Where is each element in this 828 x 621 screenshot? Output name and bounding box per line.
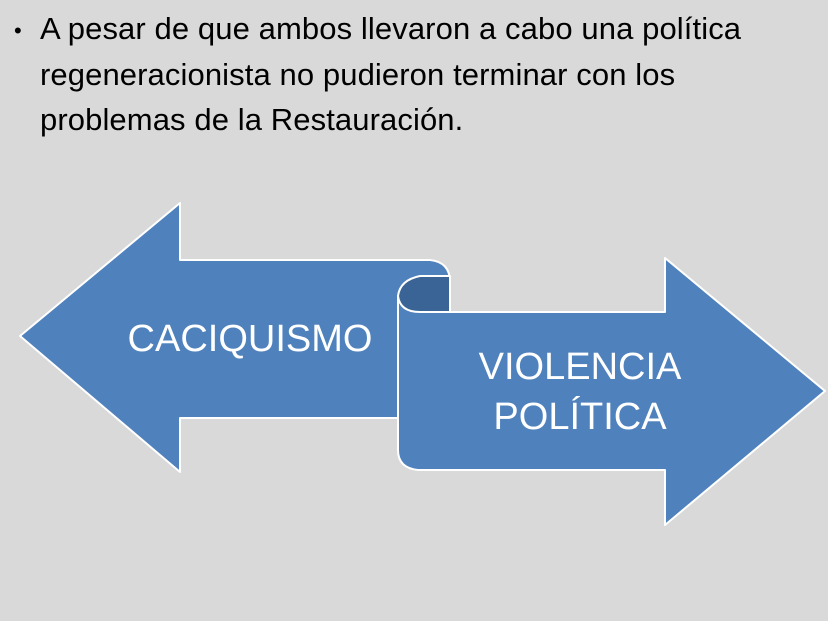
bullet-item: • A pesar de que ambos llevaron a cabo u… xyxy=(14,6,814,143)
right-arrow-label-line-2: POLÍTICA xyxy=(493,396,667,438)
bullet-line-1: A pesar de que ambos llevaron a cabo una… xyxy=(40,11,742,46)
bullet-marker: • xyxy=(14,18,22,43)
left-arrow-label: CACIQUISMO xyxy=(127,318,373,360)
right-arrow-label-line-1: VIOLENCIA xyxy=(478,346,682,388)
ribbon-fold-shape xyxy=(397,275,451,313)
bullet-line-2: regeneracionista no pudieron terminar co… xyxy=(40,56,676,92)
bullet-line-3: problemas de la Restauración. xyxy=(40,102,464,137)
right-arrow-label: VIOLENCIA POLÍTICA xyxy=(430,342,730,442)
right-arrow-shape xyxy=(397,257,826,526)
bullet-text: A pesar de que ambos llevaron a cabo una… xyxy=(40,6,741,143)
